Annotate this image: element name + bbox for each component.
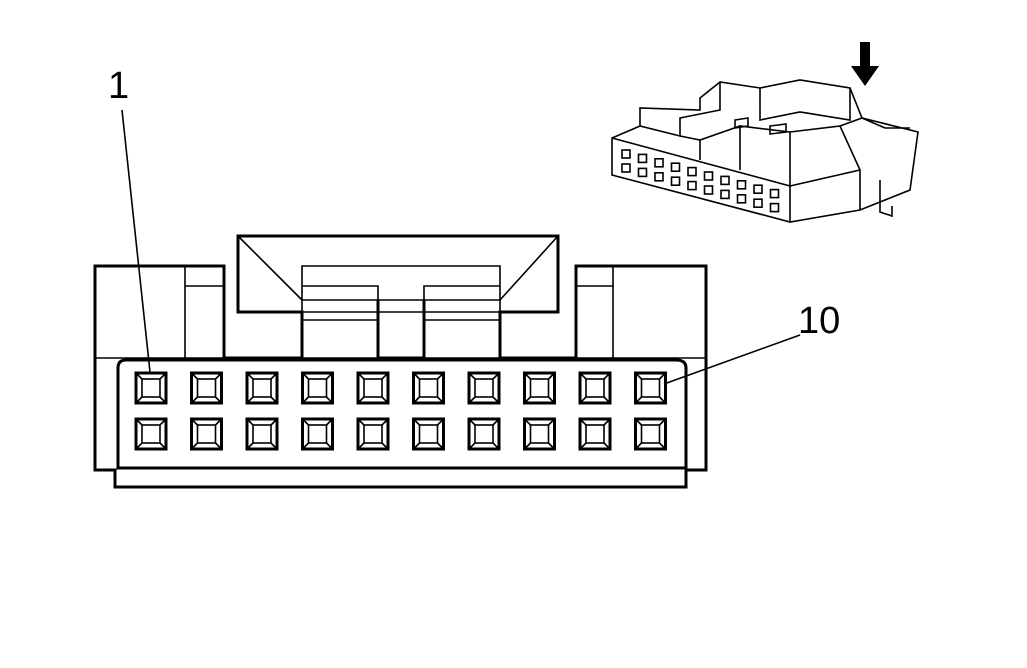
pin-label-last: 10 xyxy=(798,300,840,342)
isometric-pin-hole xyxy=(670,176,681,186)
isometric-pin-hole xyxy=(670,162,681,172)
isometric-pin-hole xyxy=(637,167,648,178)
isometric-pin-hole xyxy=(654,172,664,182)
pin-cavity xyxy=(467,417,501,451)
left-shoulder-detail xyxy=(184,266,224,358)
pin-cavity xyxy=(578,371,612,405)
pin-cavity xyxy=(578,417,612,451)
isometric-pin-grid xyxy=(621,149,780,213)
pin-cavity xyxy=(134,417,168,451)
arrow-down-icon xyxy=(851,42,879,86)
connector-isometric-view xyxy=(611,42,919,223)
pin-cavity xyxy=(190,417,223,451)
leader-line-pin-1 xyxy=(121,109,151,373)
pin-cavity xyxy=(134,371,168,405)
isometric-pin-hole xyxy=(753,198,763,208)
pin-cavity xyxy=(245,371,279,405)
isometric-pin-hole xyxy=(621,163,631,173)
pin-cavity xyxy=(523,417,556,451)
isometric-pin-hole xyxy=(736,180,747,190)
latch xyxy=(237,235,559,360)
pin-cavity xyxy=(634,417,667,451)
isometric-pin-hole xyxy=(720,189,730,200)
pin-cavity xyxy=(190,371,223,405)
isometric-pin-hole xyxy=(769,188,780,199)
pin-cavity xyxy=(634,371,667,405)
isometric-pin-hole xyxy=(687,180,697,191)
pin-cavity xyxy=(412,371,445,405)
pin-cavity xyxy=(356,371,390,405)
isometric-pin-hole xyxy=(687,166,697,177)
pin-cavity xyxy=(412,417,445,451)
pin-label-first: 1 xyxy=(108,65,129,107)
isometric-pin-hole xyxy=(703,171,714,181)
pin-cavity xyxy=(301,371,334,405)
pin-cavity xyxy=(467,371,501,405)
pin-cavity xyxy=(356,417,390,451)
isometric-pin-hole xyxy=(753,184,763,194)
isometric-pin-hole xyxy=(703,185,714,195)
pin-cavity-frame xyxy=(116,358,688,470)
isometric-pin-hole xyxy=(621,149,631,159)
isometric-pin-hole xyxy=(736,194,747,204)
pin-grid xyxy=(134,371,667,451)
right-shoulder-detail xyxy=(576,266,614,358)
leader-line-pin-10 xyxy=(663,334,801,385)
isometric-pin-hole xyxy=(769,202,780,213)
isometric-pin-hole xyxy=(720,175,730,186)
isometric-pin-hole xyxy=(637,153,648,164)
pin-cavity xyxy=(301,417,334,451)
pin-cavity xyxy=(245,417,279,451)
pin-cavity xyxy=(523,371,556,405)
connector-face-view: 1 10 xyxy=(93,65,840,489)
isometric-pin-hole xyxy=(654,158,664,168)
